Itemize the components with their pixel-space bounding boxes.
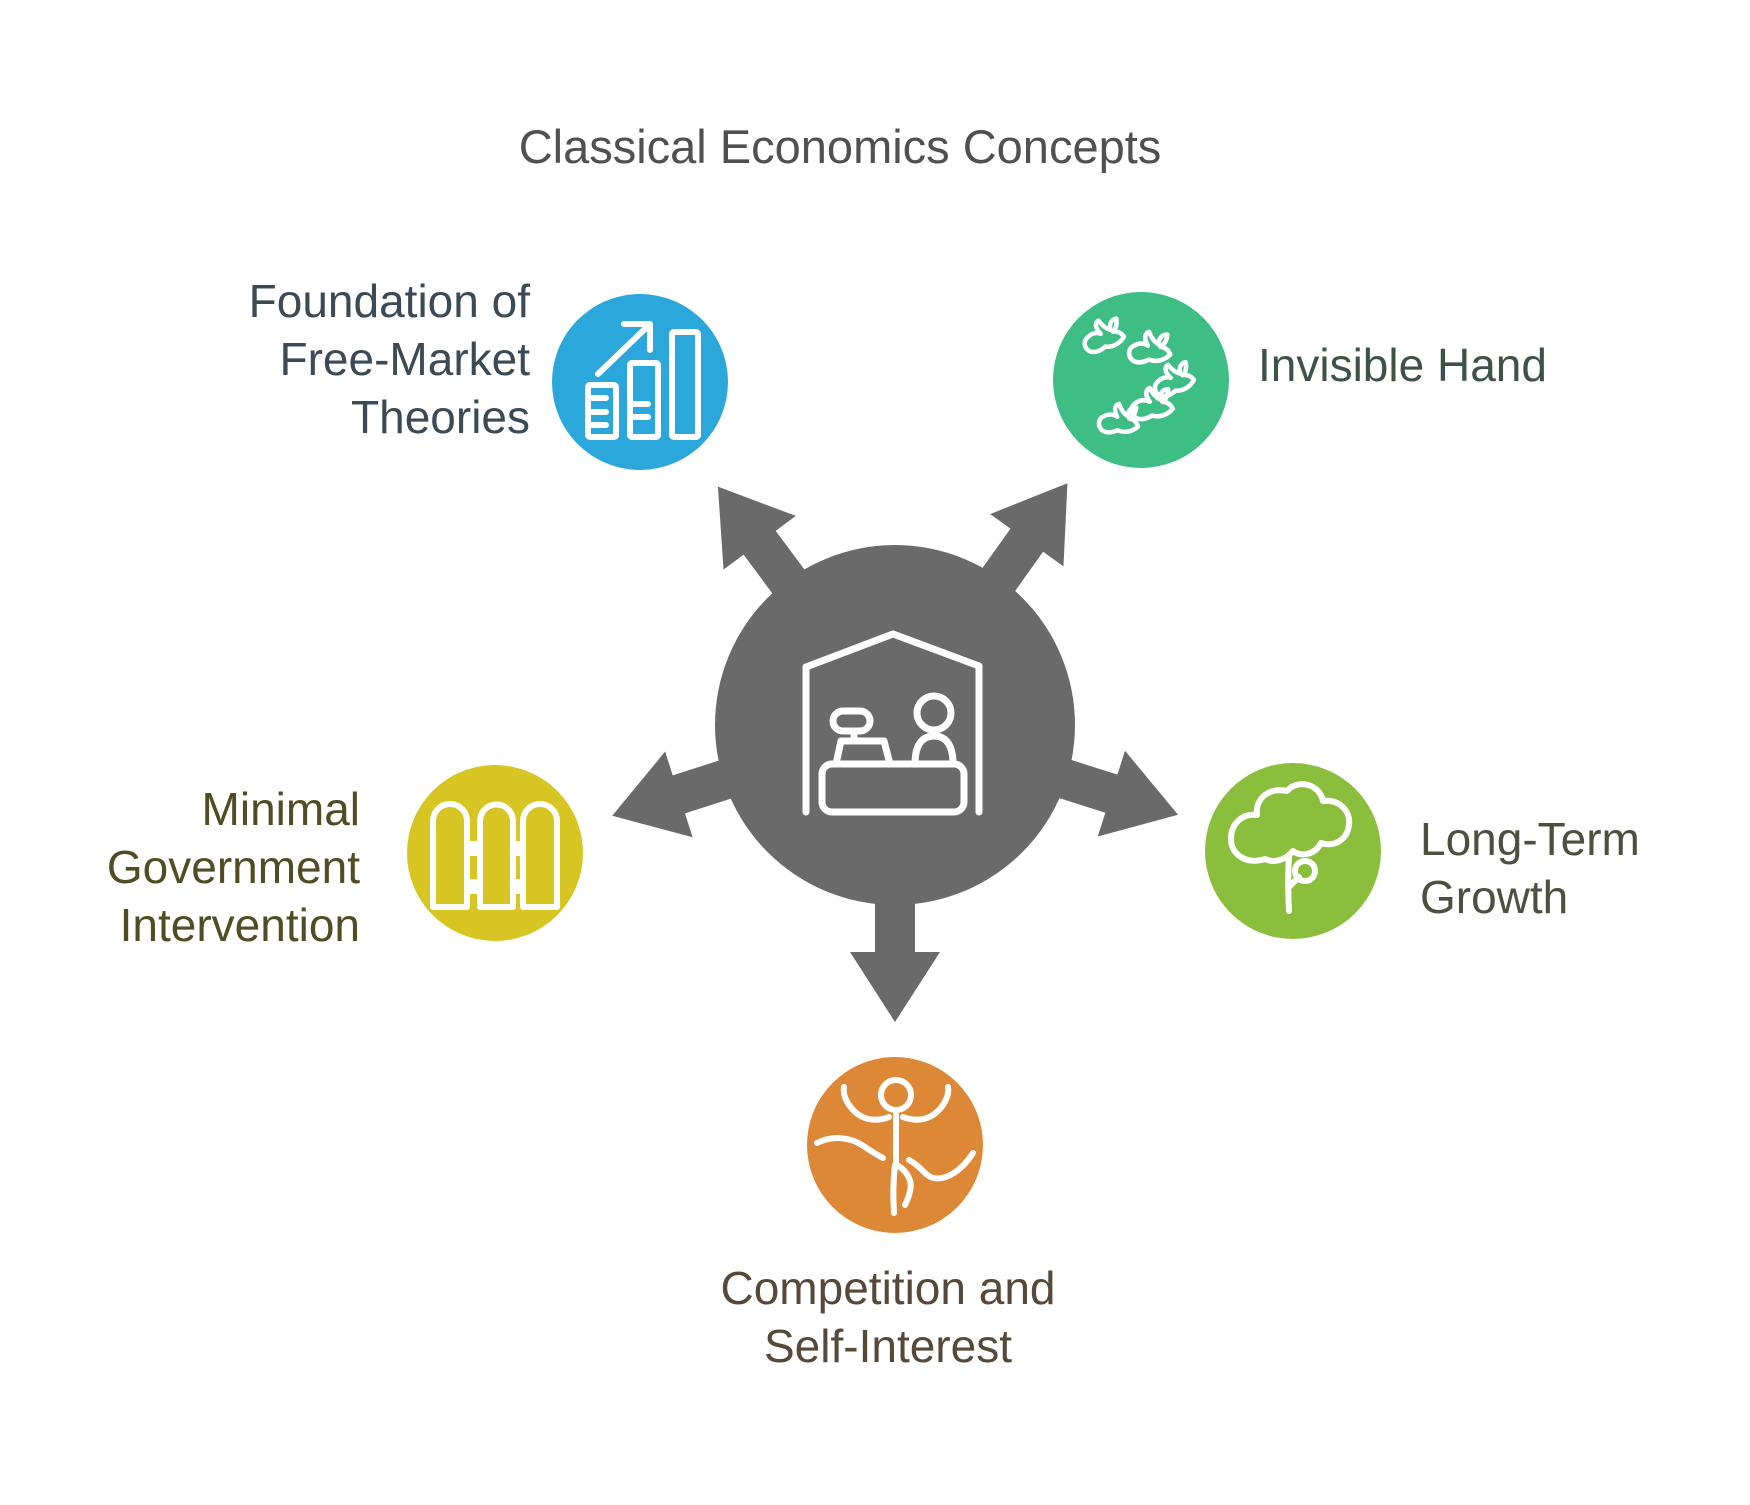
concept-long-term-growth [1205,763,1381,939]
finish-line-winner-icon [814,1077,976,1216]
minimal-government-circle [407,765,583,941]
label-foundation-of-free-market-theories: Foundation of Free-Market Theories [248,275,530,443]
label-competition-and-self-interest: Competition and Self-Interest [720,1262,1056,1372]
foundation-circle [552,294,728,470]
growth-bar-chart-icon [585,321,701,440]
hub-circle [715,545,1075,905]
fence-icon [430,801,560,910]
page-title: Classical Economics Concepts [518,120,1162,173]
label-invisible-hand: Invisible Hand [1258,339,1547,391]
market-stall-icon [802,630,983,816]
invisible-hand-circle [1053,292,1229,468]
concept-foundation [552,294,728,470]
concept-minimal-government [407,765,583,941]
label-minimal-government-intervention: Minimal Government Intervention [106,783,360,951]
label-long-term-growth: Long-Term Growth [1420,813,1640,923]
concept-competition [807,1057,983,1233]
concept-invisible-hand [1053,292,1229,468]
tree-icon [1228,781,1353,914]
